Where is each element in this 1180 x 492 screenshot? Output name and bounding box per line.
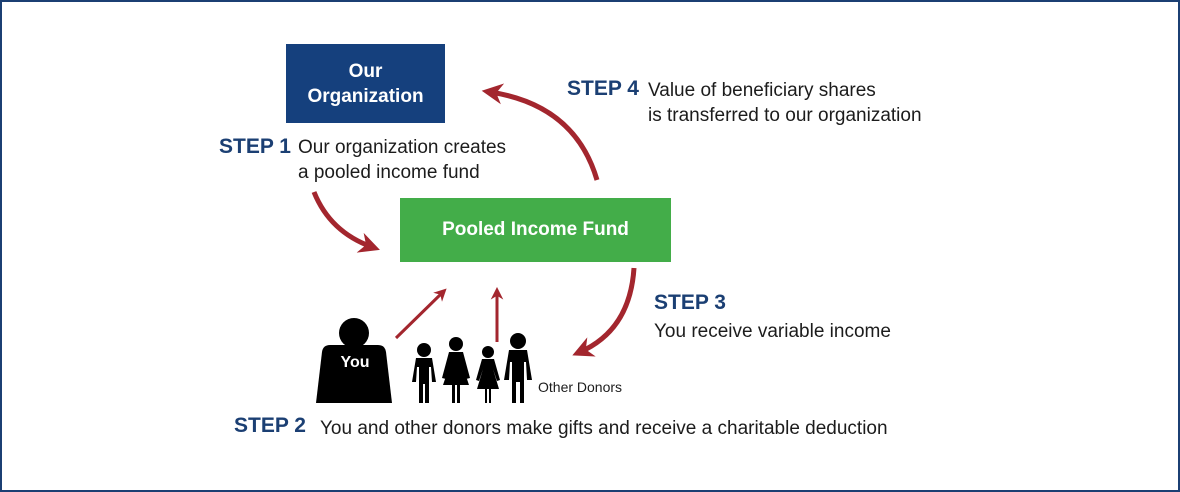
step1-text-line1: Our organization creates: [298, 137, 507, 158]
step4-label: STEP 4: [567, 77, 639, 100]
step4-text-line2: is transferred to our organization: [648, 105, 922, 126]
pooled-income-fund-box: Pooled Income Fund: [400, 198, 671, 262]
fund-label: Pooled Income Fund: [442, 219, 629, 240]
step3-text: You receive variable income: [654, 321, 891, 342]
other-donors-figures: [412, 333, 532, 403]
step3-arrow: [572, 267, 637, 357]
step2-text: You and other donors make gifts and rece…: [320, 418, 888, 439]
step1-arrow: [311, 191, 380, 253]
other-donors-label: Other Donors: [538, 379, 623, 395]
step4-arrow: [481, 83, 600, 181]
step2-label: STEP 2: [234, 414, 306, 437]
step1-text-line2: a pooled income fund: [298, 162, 480, 183]
step1-label: STEP 1: [219, 135, 291, 158]
step3-label: STEP 3: [654, 291, 726, 314]
organization-box: Our Organization: [286, 44, 445, 123]
you-label: You: [340, 354, 370, 371]
gift-arrow-you: [394, 288, 447, 340]
you-figure: [316, 318, 392, 403]
step4-text-line1: Value of beneficiary shares: [648, 80, 876, 101]
organization-label: Our Organization: [307, 60, 424, 107]
